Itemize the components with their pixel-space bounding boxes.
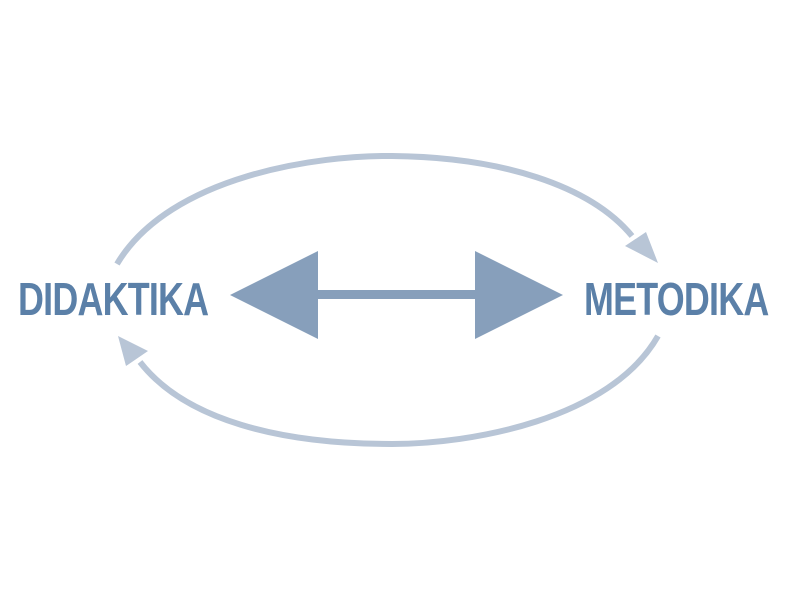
metodika-label: METODIKA (584, 273, 769, 325)
double-headed-arrow (230, 251, 563, 339)
didaktika-label: DIDAKTIKA (18, 273, 209, 325)
bottom-cycle-arrow (118, 334, 661, 448)
top-cycle-arrow (114, 152, 658, 266)
